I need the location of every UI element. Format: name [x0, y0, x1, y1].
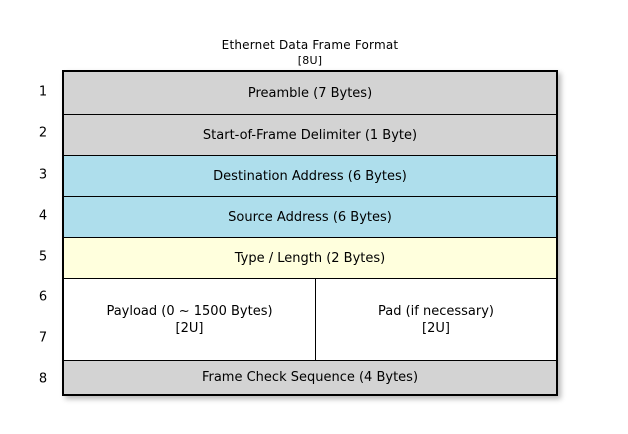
- frame-field-source-address: Source Address (6 Bytes): [64, 197, 556, 237]
- frame-field-note: [2U]: [175, 320, 204, 336]
- frame-field-frame-check-sequence: Frame Check Sequence (4 Bytes): [64, 361, 556, 394]
- frame-field-start-of-frame-delimiter: Start-of-Frame Delimiter (1 Byte): [64, 115, 556, 155]
- row-index-7: 7: [38, 330, 48, 346]
- frame-field-label: Payload (0 ~ 1500 Bytes): [106, 303, 273, 319]
- row-index-1: 1: [38, 84, 48, 100]
- ethernet-frame-table: Preamble (7 Bytes) Start-of-Frame Delimi…: [62, 70, 558, 396]
- row-index-5: 5: [38, 249, 48, 265]
- frame-field-note: [2U]: [422, 320, 450, 336]
- frame-row-preamble: Preamble (7 Bytes): [64, 72, 556, 114]
- frame-field-payload: Payload (0 ~ 1500 Bytes) [2U]: [64, 279, 316, 360]
- frame-field-label: Pad (if necessary): [377, 303, 494, 319]
- frame-field-type-length: Type / Length (2 Bytes): [64, 238, 556, 278]
- row-index-4: 4: [38, 208, 48, 224]
- frame-row-source-address: Source Address (6 Bytes): [64, 196, 556, 237]
- page-title: Ethernet Data Frame Format: [221, 38, 399, 52]
- frame-row-type-length: Type / Length (2 Bytes): [64, 237, 556, 278]
- row-index-2: 2: [38, 125, 48, 141]
- frame-row-frame-check-sequence: Frame Check Sequence (4 Bytes): [64, 360, 556, 394]
- frame-field-label: Type / Length (2 Bytes): [234, 250, 386, 266]
- row-index-6: 6: [38, 289, 48, 305]
- frame-row-start-of-frame-delimiter: Start-of-Frame Delimiter (1 Byte): [64, 114, 556, 155]
- frame-field-label: Start-of-Frame Delimiter (1 Byte): [202, 127, 418, 143]
- frame-field-destination-address: Destination Address (6 Bytes): [64, 156, 556, 196]
- frame-field-preamble: Preamble (7 Bytes): [64, 72, 556, 114]
- frame-field-label: Source Address (6 Bytes): [228, 209, 392, 225]
- row-index-gutter: 1 2 3 4 5 6 7 8: [28, 70, 58, 396]
- frame-field-label: Frame Check Sequence (4 Bytes): [201, 370, 419, 385]
- frame-field-label: Preamble (7 Bytes): [247, 85, 373, 101]
- row-index-3: 3: [38, 167, 48, 183]
- row-index-8: 8: [38, 371, 48, 387]
- frame-field-label: Destination Address (6 Bytes): [213, 168, 407, 184]
- diagram-title-block: Ethernet Data Frame Format [8U]: [62, 38, 558, 68]
- diagram-subtitle: [8U]: [297, 54, 323, 67]
- frame-row-destination-address: Destination Address (6 Bytes): [64, 155, 556, 196]
- frame-row-payload-pad: Payload (0 ~ 1500 Bytes) [2U] Pad (if ne…: [64, 278, 556, 360]
- frame-field-pad: Pad (if necessary) [2U]: [316, 279, 556, 360]
